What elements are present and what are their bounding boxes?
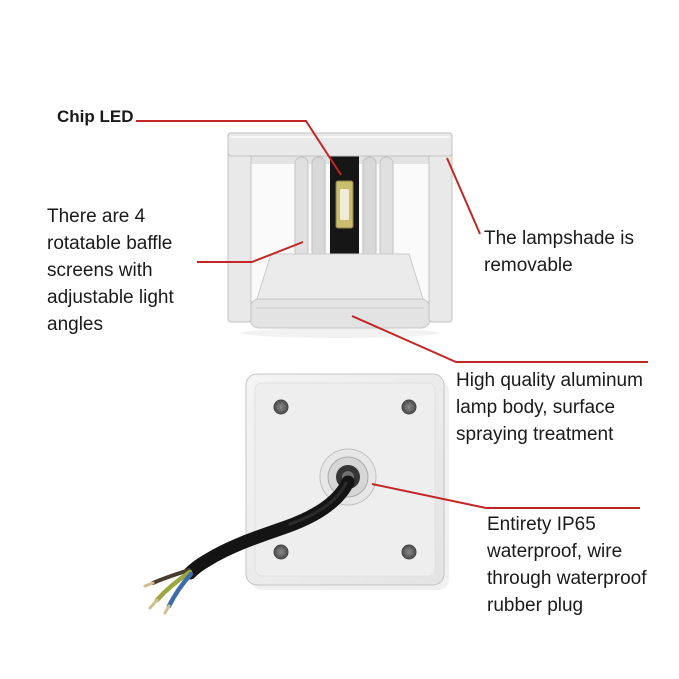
baffle-rod xyxy=(311,156,326,259)
baffle-rod xyxy=(379,156,394,259)
led-chip-center xyxy=(340,189,349,220)
baffle-rod xyxy=(362,156,377,259)
screws xyxy=(273,399,417,560)
lampshade-label: The lampshade is removable xyxy=(484,228,634,276)
waterproof-label: Entirety IP65 waterproof, wire through w… xyxy=(487,514,647,616)
wire-highlight xyxy=(288,481,348,526)
led-module xyxy=(330,150,359,256)
screw-bottom-right xyxy=(401,544,417,560)
lamp-body-label: High quality aluminum lamp body, surface… xyxy=(456,370,643,445)
lamp-shadow xyxy=(242,328,438,338)
lamp-bottom-view xyxy=(143,373,449,615)
baffle-screens-label: There are 4 rotatable baffle screens wit… xyxy=(47,206,174,335)
frame-left xyxy=(227,132,252,323)
lamp-front-view xyxy=(227,132,453,338)
annotation-line-lamp-body xyxy=(351,315,648,363)
annotation-line-waterproof xyxy=(371,483,640,509)
wire-core-dark xyxy=(151,568,191,585)
chip-led-label: Chip LED xyxy=(57,107,134,126)
annotation-line-chip-led xyxy=(136,120,342,176)
frame-top xyxy=(227,132,453,157)
wire-core-blue xyxy=(166,571,194,609)
wire-tip-bare xyxy=(163,604,171,615)
annotation-lines xyxy=(136,120,648,509)
reflector-base xyxy=(255,253,425,303)
wire-tip-bare xyxy=(148,598,159,610)
screw-top-left xyxy=(273,399,289,415)
screw-top-right xyxy=(401,399,417,415)
annotation-line-baffle xyxy=(197,241,304,263)
wire-core-green-yellow xyxy=(154,569,193,603)
power-wire xyxy=(143,475,355,615)
screw-bottom-left xyxy=(273,544,289,560)
annotation-line-lampshade xyxy=(446,157,481,235)
lamp-base-plate xyxy=(249,298,431,329)
lampshade-frame xyxy=(227,132,453,323)
wire-tip-bare xyxy=(143,581,155,588)
